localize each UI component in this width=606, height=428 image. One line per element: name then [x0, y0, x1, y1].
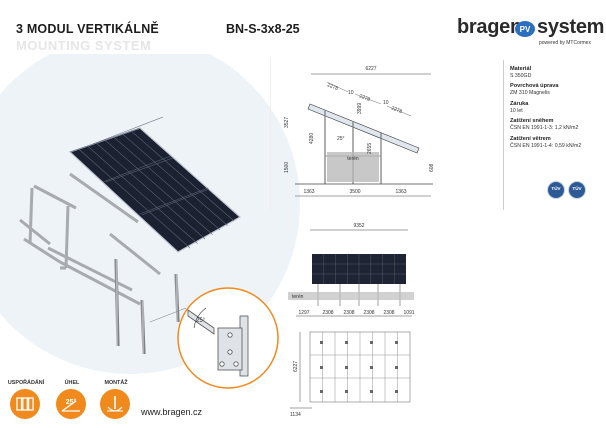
spec-material: Materiál S 350GD	[510, 66, 602, 79]
spec-surface-finish: Povrchová úprava ZM 310 Magnelis	[510, 83, 602, 96]
brand-logo: bragen PV system powered by MTCormex	[457, 14, 604, 54]
height-dim-1: 3527	[284, 117, 290, 128]
front-span-1: 1297	[298, 310, 309, 316]
height-dim-5: 3999	[357, 103, 363, 114]
mounting-illustration: 25°	[0, 54, 300, 389]
front-total-width: 9352	[353, 223, 364, 229]
spec-value: S 350GD	[510, 72, 532, 79]
detail-angle-label: 25°	[196, 318, 206, 324]
front-span-3: 2308	[343, 310, 354, 316]
side-elevation-drawing: 6227 2278 2278 2278 10 10 terén 3527 428…	[284, 66, 435, 197]
mounting-label: MONTÁŽ	[104, 380, 128, 386]
spec-wind-load: Zatížení větrem ČSN EN 1991-1-4: 0,59 kN…	[510, 136, 602, 149]
spec-label: Povrchová úprava	[510, 83, 559, 90]
side-angle-label: 25°	[337, 136, 345, 142]
solar-panel-array	[68, 116, 242, 253]
section-divider	[270, 58, 271, 212]
front-span-4: 2308	[363, 310, 374, 316]
height-dim-6: 608	[429, 163, 435, 172]
angle-value: 25°	[66, 398, 77, 406]
panel-gap-2: 10	[383, 100, 389, 106]
arrangement-icon	[10, 389, 40, 419]
angle-icon: 25°	[56, 389, 86, 419]
panel-length-2: 2278	[358, 93, 371, 103]
logo-powered-by: powered by MTCormex	[539, 40, 591, 46]
front-span-2: 2308	[322, 310, 333, 316]
base-dim-2: 3500	[349, 189, 360, 195]
spec-label: Materiál	[510, 66, 532, 72]
spec-label: Zatížení větrem	[510, 135, 551, 142]
page-title: 3 MODUL VERTIKÁLNĚ	[16, 22, 159, 36]
tuv-certification-badge: TÜV	[547, 181, 565, 199]
mounting-badge: MONTÁŽ	[100, 380, 138, 419]
height-dim-2: 4280	[309, 133, 315, 144]
support-legs	[68, 244, 180, 355]
front-span-6: 1091	[403, 310, 414, 316]
top-depth-dim: 6227	[293, 361, 299, 372]
base-dim-3: 1363	[395, 189, 406, 195]
height-dim-3: 1500	[284, 162, 290, 173]
logo-word-left: bragen	[457, 16, 522, 38]
specifications-panel: Materiál S 350GD Povrchová úprava ZM 310…	[510, 66, 602, 153]
spec-label: Zatížení sněhem	[510, 118, 554, 125]
website-link[interactable]: www.bragen.cz	[141, 407, 203, 417]
product-code: BN-S-3x8-25	[226, 22, 300, 36]
ground-mount-icon	[100, 389, 130, 419]
spec-value: ZM 310 Magnelis	[510, 90, 550, 97]
angle-badge: ÚHEL 25°	[56, 380, 94, 419]
spec-warranty: Záruka 10 let	[510, 101, 602, 114]
mounting-frame	[19, 172, 161, 306]
top-offset-dim: 1134	[290, 412, 301, 418]
total-width-dim: 6227	[365, 66, 376, 72]
front-span-5: 2308	[383, 310, 394, 316]
height-dim-4: 2655	[367, 143, 373, 154]
panel-gap-1: 10	[348, 90, 354, 96]
page-subtitle: MOUNTING SYSTEM	[16, 38, 152, 53]
panel-length-1: 2278	[326, 82, 339, 92]
ground-label-side: terén	[347, 156, 359, 162]
spec-snow-load: Zatížení sněhem ČSN EN 1991-1-3: 1,2 kN/…	[510, 118, 602, 131]
callout-leader	[149, 307, 187, 323]
tuv-certification-badge: TÜV	[568, 181, 586, 199]
pv-badge-icon: PV	[515, 21, 535, 37]
spec-value: 10 let	[510, 107, 523, 114]
spec-label: Záruka	[510, 100, 529, 107]
spec-value: ČSN EN 1991-1-4: 0,59 kN/m2	[510, 142, 582, 149]
spec-divider	[503, 60, 504, 210]
arrangement-badge: USPOŘÁDÁNÍ	[8, 380, 48, 419]
arrangement-label: USPOŘÁDÁNÍ	[7, 380, 45, 386]
detail-callout: 25°	[177, 287, 279, 389]
panel-length-3: 2278	[390, 105, 403, 115]
top-view-drawing: 6227 1134	[290, 331, 411, 418]
base-dim-1: 1363	[303, 189, 314, 195]
angle-label: ÚHEL	[64, 380, 80, 386]
ground-label-front: terén	[292, 294, 304, 300]
spec-value: ČSN EN 1991-1-3: 1,2 kN/m2	[510, 125, 579, 132]
pv-badge-text: PV	[520, 25, 531, 34]
front-elevation-drawing: 9352 terén 1297 2308 2308 2308 2308 1091	[288, 223, 415, 317]
logo-word-right: system	[537, 16, 605, 38]
